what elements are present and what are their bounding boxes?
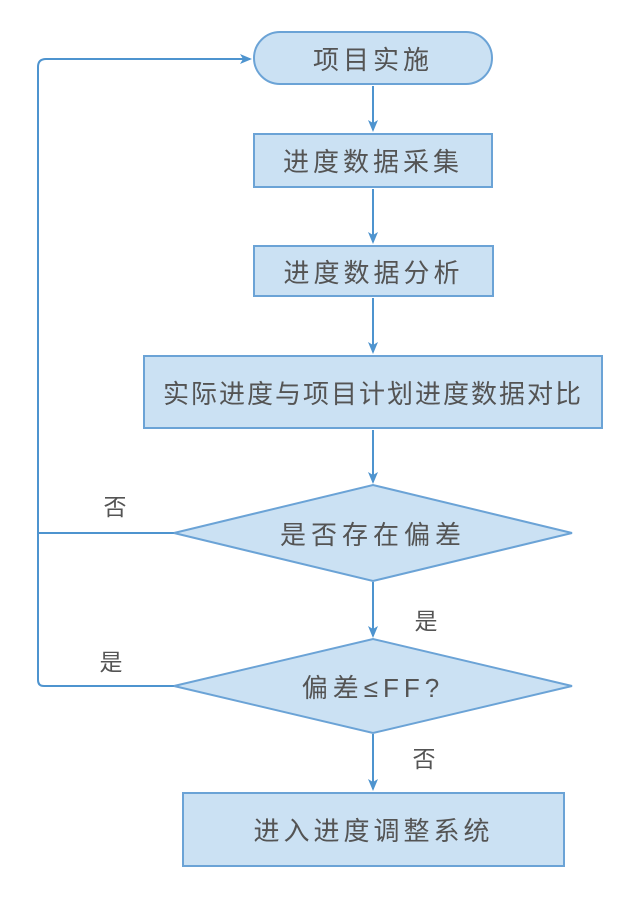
process-node-compare: 实际进度与项目计划进度数据对比 [143, 355, 603, 429]
edge-label-deviation-no: 否 [103, 494, 127, 520]
process-node-analyze-label: 进度数据分析 [283, 257, 464, 288]
process-node-collect: 进度数据采集 [253, 133, 493, 188]
edge-label-ff-no: 否 [412, 746, 436, 772]
decision-deviation-label: 是否存在偏差 [279, 519, 466, 550]
edge-label-ff-yes: 是 [99, 649, 123, 675]
start-node: 项目实施 [253, 31, 493, 85]
decision-diamond-ff [173, 637, 573, 735]
start-node-label: 项目实施 [312, 44, 433, 75]
process-node-adjust-label: 进入进度调整系统 [253, 816, 494, 846]
decision-diamond-deviation [173, 483, 573, 583]
process-node-analyze: 进度数据分析 [253, 245, 494, 297]
process-node-compare-label: 实际进度与项目计划进度数据对比 [162, 378, 583, 409]
process-node-collect-label: 进度数据采集 [282, 147, 463, 177]
decision-ff-label: 偏差≤FF? [301, 672, 445, 703]
connector-ff-yes-return-loop [37, 54, 252, 687]
edge-label-deviation-yes: 是 [414, 608, 438, 634]
process-node-adjust: 进入进度调整系统 [182, 792, 565, 867]
